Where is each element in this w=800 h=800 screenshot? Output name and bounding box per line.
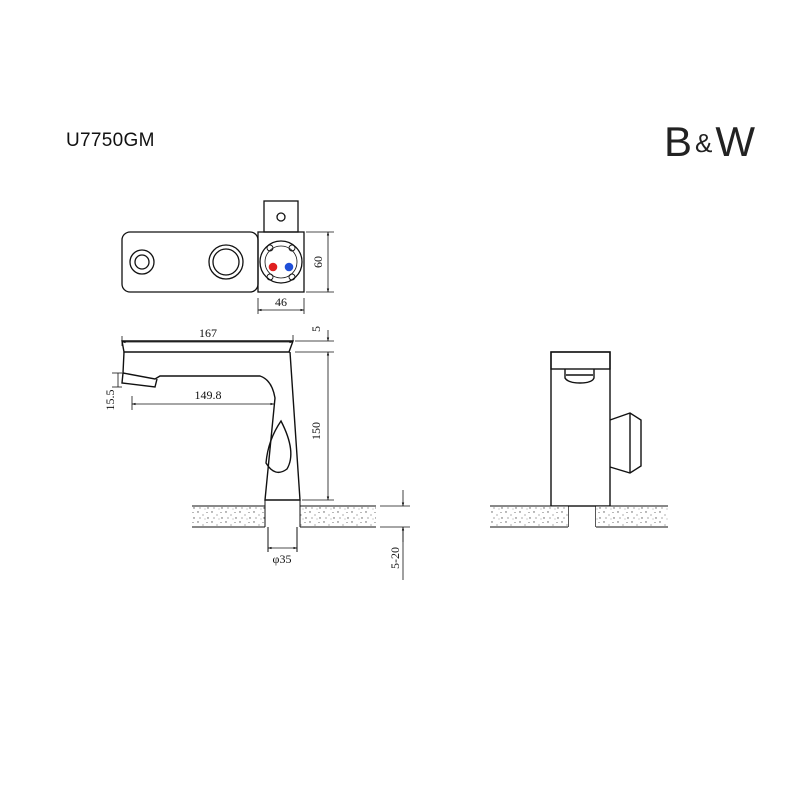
dim-base-diameter: φ35 xyxy=(273,552,292,566)
cartridge-screws xyxy=(266,244,296,281)
top-view xyxy=(121,200,305,293)
sensor-block xyxy=(263,200,299,233)
top-plate xyxy=(121,231,259,293)
spout-top-plate xyxy=(121,340,294,353)
model-code: U7750GM xyxy=(66,130,155,151)
side-aerator xyxy=(564,369,595,384)
deck-right xyxy=(300,506,376,527)
dim-top-depth: 60 xyxy=(311,256,325,268)
cold-indicator-icon xyxy=(284,262,294,272)
cartridge-circle xyxy=(259,240,303,284)
faucet-body xyxy=(122,351,301,501)
lever-handle xyxy=(265,419,292,474)
dim-top-width: 46 xyxy=(275,295,287,309)
spout-outlet xyxy=(121,372,158,388)
deck-left xyxy=(192,506,265,527)
deck-lines xyxy=(192,500,376,552)
brand-logo: B&W xyxy=(664,118,757,165)
dim-spout-length: 167 xyxy=(199,326,217,340)
base-circle xyxy=(208,244,244,280)
hot-indicator-icon xyxy=(268,262,278,272)
dim-top-thickness: 5 xyxy=(309,326,323,332)
side-deck-left xyxy=(490,506,568,527)
top-view-dims xyxy=(257,231,334,314)
side-top-plate xyxy=(550,351,611,370)
sensor-icon xyxy=(276,212,286,222)
side-elevation xyxy=(550,351,642,527)
side-deck-lines xyxy=(490,505,668,528)
aerator-circle xyxy=(129,249,155,275)
dim-total-height: 150 xyxy=(309,422,323,440)
dim-spout-reach: 149.8 xyxy=(195,388,222,402)
dim-spout-height: 15.5 xyxy=(103,390,117,411)
side-deck-right xyxy=(596,506,668,527)
front-elevation-dims xyxy=(112,330,410,580)
front-elevation xyxy=(121,340,301,501)
dim-deck-thickness: 5-20 xyxy=(388,547,402,569)
side-handle xyxy=(609,412,642,474)
